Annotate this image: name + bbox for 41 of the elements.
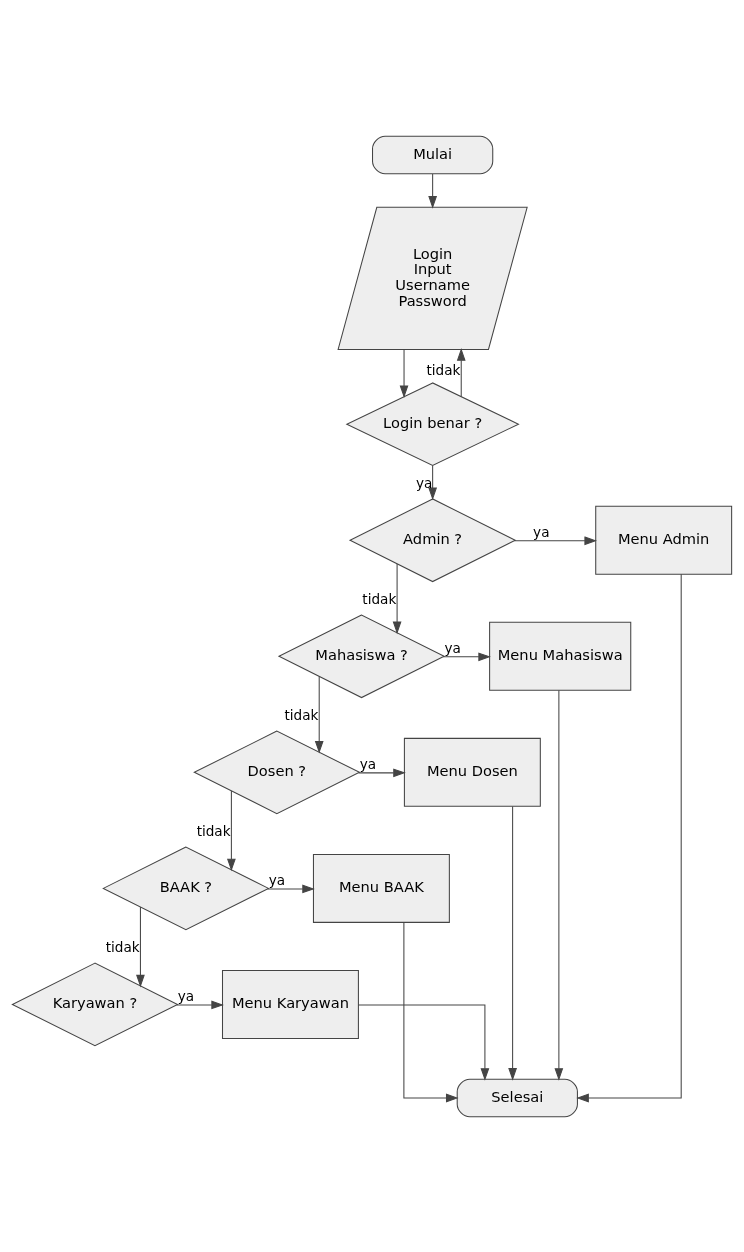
edge-label: ya xyxy=(533,523,550,540)
node-box: Menu BAAK xyxy=(312,853,450,923)
arrow xyxy=(358,767,406,777)
edge-label: ya xyxy=(177,987,195,1004)
edge-label: tidak xyxy=(105,938,140,955)
edge-label: ya xyxy=(444,639,461,656)
node-box: Menu Admin xyxy=(595,505,733,575)
arrow xyxy=(403,921,459,1102)
edge-label: ya xyxy=(268,871,286,888)
arrow xyxy=(176,1000,224,1009)
edge-label: tidak xyxy=(196,822,231,839)
arrow xyxy=(428,173,438,209)
edge-label: tidak xyxy=(284,706,319,723)
node-diamond: Admin ? xyxy=(348,497,517,582)
arrow xyxy=(554,689,564,1081)
arrow xyxy=(267,884,315,893)
node-diamond: Karyawan ? xyxy=(11,962,179,1046)
arrow xyxy=(442,651,491,661)
node-diamond: BAAK ? xyxy=(102,846,270,930)
arrow xyxy=(576,573,682,1102)
node-diamond: Mahasiswa ? xyxy=(277,613,446,698)
node-box: Selesai xyxy=(456,1078,578,1117)
node-box: Mulai xyxy=(372,135,494,174)
arrow xyxy=(136,906,145,987)
arrow xyxy=(314,675,324,754)
arrow xyxy=(456,347,466,397)
node-box: Menu Mahasiswa xyxy=(489,621,632,691)
arrow xyxy=(357,1003,490,1081)
edge-label: tidak xyxy=(362,590,397,607)
edge-label: ya xyxy=(416,474,433,491)
edge-label: tidak xyxy=(426,361,461,378)
node-box: Menu Dosen xyxy=(403,737,541,807)
arrow xyxy=(399,348,409,398)
edge-label: ya xyxy=(359,755,377,772)
arrow xyxy=(513,535,597,545)
node-box: Menu Karyawan xyxy=(221,969,359,1039)
node-diamond: Dosen ? xyxy=(193,729,361,814)
arrow xyxy=(392,563,402,634)
arrow xyxy=(227,789,236,871)
arrow xyxy=(428,464,438,500)
arrow xyxy=(508,805,517,1081)
